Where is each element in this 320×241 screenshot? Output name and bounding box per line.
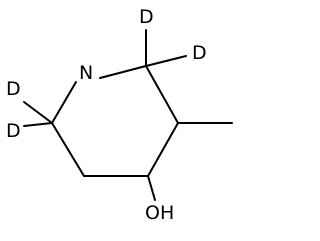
bond-c3-c4	[147, 122, 179, 177]
bonds	[23, 29, 233, 201]
deuterium-label-right: D	[192, 42, 207, 64]
deuterium-label-left-upper: D	[6, 78, 21, 100]
molecule-structure: N OH D D D D	[6, 6, 233, 224]
bond-c4-oh	[147, 175, 156, 201]
atom-labels: N OH D D D D	[6, 6, 207, 224]
bond-c6-n	[51, 81, 77, 124]
bond-c6-d-bottom	[23, 122, 53, 127]
hydroxyl-label: OH	[145, 202, 174, 224]
deuterium-label-top: D	[139, 6, 154, 28]
bond-c2-c3	[145, 65, 179, 124]
bond-c6-d-left	[23, 101, 53, 124]
deuterium-label-left-lower: D	[6, 120, 21, 142]
bond-c2-d-right	[145, 55, 187, 67]
bond-n-c2	[99, 65, 147, 79]
bond-c5-c6	[51, 122, 85, 177]
nitrogen-label: N	[79, 62, 93, 84]
